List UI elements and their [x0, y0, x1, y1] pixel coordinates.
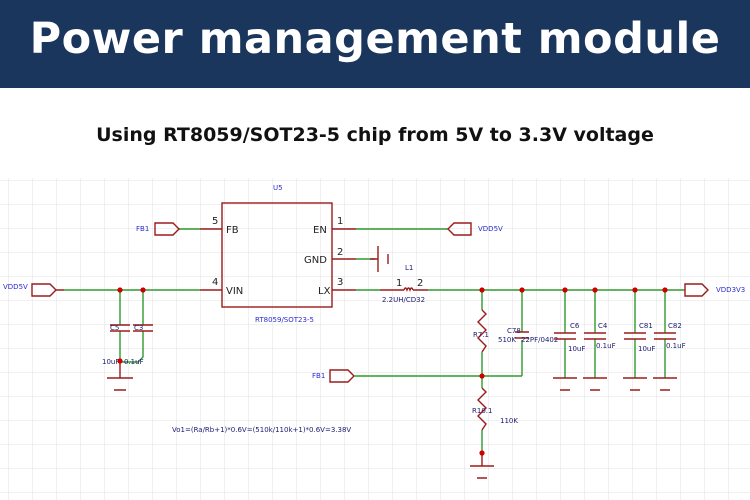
net-label: FB1: [136, 225, 149, 233]
cap-value: 0.1uF: [666, 342, 686, 350]
output-capacitors: C6 10uF C4 0.1uF C81 10uF C82 0.1uF: [553, 290, 686, 391]
net-flag-vdd5v-en: VDD5V: [447, 222, 503, 236]
cap-value: 10uF: [638, 345, 655, 353]
pin-num: 2: [337, 247, 343, 258]
chip-ref: U5: [273, 184, 283, 192]
page-title: Power management module: [29, 14, 721, 64]
ground-symbol: [107, 362, 133, 391]
resistor-ref: R10.1: [472, 407, 492, 415]
cap-value: 0.1uF: [596, 342, 616, 350]
pin-num: 2: [417, 278, 423, 289]
cap-value: 10uF: [568, 345, 585, 353]
capacitor-c78: [515, 331, 529, 339]
cap-ref: C3: [134, 324, 143, 332]
input-capacitors: C5 C3 10uF 0.1uF: [102, 290, 153, 391]
junction-dots: [117, 287, 668, 456]
cap-ref: C82: [668, 322, 682, 330]
resistor-value: 110K: [500, 417, 518, 425]
pin-num: 3: [337, 277, 343, 288]
net-flag-vdd3v3: VDD3V3: [684, 283, 745, 297]
pin-name-gnd: GND: [304, 255, 327, 266]
inductor-ref: L1: [405, 264, 413, 272]
ground-symbols: [553, 377, 677, 391]
output-voltage-formula: Vo1=(Ra/Rb+1)*0.6V=(510k/110k+1)*0.6V=3.…: [172, 426, 351, 434]
pin-name-en: EN: [313, 225, 327, 236]
cap-ref: C4: [598, 322, 608, 330]
title-banner: Power management module: [0, 0, 750, 88]
resistor-r10: [477, 387, 487, 431]
net-label: VDD3V3: [716, 286, 745, 294]
chip-part: RT8059/SOT23-5: [255, 316, 314, 324]
ground-symbol: [370, 246, 389, 272]
cap-value: 10uF: [102, 358, 119, 366]
pin-num: 5: [212, 216, 218, 227]
pin-name-fb: FB: [226, 225, 239, 236]
pin-num: 4: [212, 277, 218, 288]
cap-value: 0.1uF: [124, 358, 144, 366]
cap-value: 22PF/0402: [521, 336, 558, 344]
pin-num: 1: [337, 216, 343, 227]
inductor-value: 2.2UH/CD32: [382, 296, 425, 304]
pin-num: 1: [396, 278, 402, 289]
cap-ref: C6: [570, 322, 580, 330]
feedback-network: R7.1 510K R10.1 110K C78 22PF/0402: [354, 290, 558, 479]
cap-ref: C81: [639, 322, 653, 330]
pin-name-vin: VIN: [226, 286, 243, 297]
cap-ref: C78: [507, 327, 521, 335]
net-label: VDD5V: [478, 225, 503, 233]
net-label: VDD5V: [3, 283, 28, 291]
resistor-ref: R7.1: [473, 331, 489, 339]
net-flag-fb1-bottom: FB1: [312, 369, 355, 383]
resistor-r7: [477, 309, 487, 353]
subtitle: Using RT8059/SOT23-5 chip from 5V to 3.3…: [96, 124, 654, 146]
resistor-value: 510K: [498, 336, 516, 344]
pin-name-lx: LX: [318, 286, 331, 297]
inductor-l1: L1 1 2 2.2UH/CD32: [380, 264, 428, 304]
net-flag-vdd5v-input: VDD5V: [3, 283, 64, 297]
net-label: FB1: [312, 372, 325, 380]
chip-u5: U5 RT8059/SOT23-5 5 FB 1 EN 2 GND 4 VIN …: [212, 184, 343, 324]
cap-ref: C5: [110, 324, 119, 332]
net-flag-fb1-top: FB1: [136, 222, 180, 236]
